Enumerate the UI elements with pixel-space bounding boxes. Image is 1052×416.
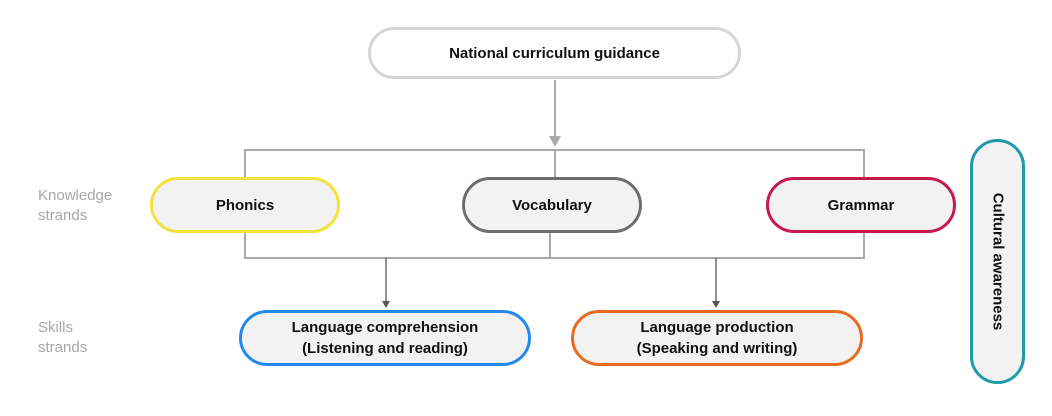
arrowhead-top	[549, 136, 561, 147]
skills-strands-label: Skills strands	[38, 318, 87, 358]
language-production-node: Language production (Speaking and writin…	[571, 310, 863, 366]
skills-strands-line2: strands	[38, 339, 88, 356]
language-production-title: Language production	[640, 319, 794, 336]
grammar-node: Grammar	[766, 177, 956, 233]
language-production-subtitle: (Speaking and writing)	[636, 340, 798, 357]
arrowhead-production	[712, 301, 720, 308]
phonics-node: Phonics	[150, 177, 340, 233]
language-comprehension-title: Language comprehension	[291, 319, 479, 336]
knowledge-strands-label: Knowledge strands	[38, 186, 112, 226]
vocabulary-label: Vocabulary	[512, 196, 592, 214]
national-curriculum-label: National curriculum guidance	[449, 44, 660, 62]
language-comprehension-node: Language comprehension (Listening and re…	[239, 310, 531, 366]
vocabulary-node: Vocabulary	[462, 177, 642, 233]
cultural-awareness-node: Cultural awareness	[970, 139, 1025, 384]
language-comprehension-subtitle: (Listening and reading)	[302, 340, 468, 357]
knowledge-strands-line2: strands	[38, 207, 88, 224]
cultural-awareness-label: Cultural awareness	[989, 192, 1006, 331]
skills-strands-line1: Skills	[38, 319, 74, 336]
grammar-label: Grammar	[827, 196, 895, 214]
knowledge-strands-line1: Knowledge	[38, 187, 113, 204]
national-curriculum-node: National curriculum guidance	[368, 27, 741, 79]
arrowhead-comprehension	[382, 301, 390, 308]
phonics-label: Phonics	[215, 196, 275, 214]
connector-bracket-bottom	[244, 233, 865, 259]
